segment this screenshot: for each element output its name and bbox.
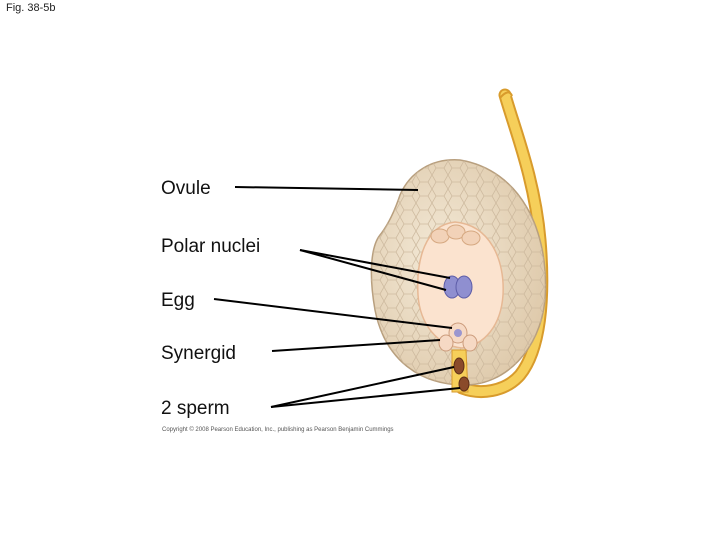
- figure-title: Fig. 38-5b: [6, 2, 56, 14]
- label-synergid: Synergid: [161, 343, 236, 364]
- polar-nuclei-leader-2: [299, 249, 447, 291]
- ovule-leader: [234, 186, 419, 191]
- sperm-leader-1: [270, 366, 455, 408]
- label-egg: Egg: [161, 290, 195, 311]
- label-sperm: 2 sperm: [161, 398, 230, 419]
- sperm-cells: [451, 349, 470, 393]
- synergid-leader: [271, 339, 441, 352]
- leader-lines: [213, 186, 461, 408]
- polar-nuclei: [443, 275, 473, 299]
- egg-cell: [448, 322, 468, 344]
- label-ovule: Ovule: [161, 178, 211, 199]
- egg-leader: [213, 298, 453, 329]
- copyright-notice: Copyright © 2008 Pearson Education, Inc.…: [162, 427, 394, 433]
- synergid-cells: [438, 334, 478, 352]
- label-polar-nuclei: Polar nuclei: [161, 236, 261, 257]
- polar-nuclei-leader-1: [299, 249, 451, 279]
- sperm-leader-2: [270, 387, 461, 408]
